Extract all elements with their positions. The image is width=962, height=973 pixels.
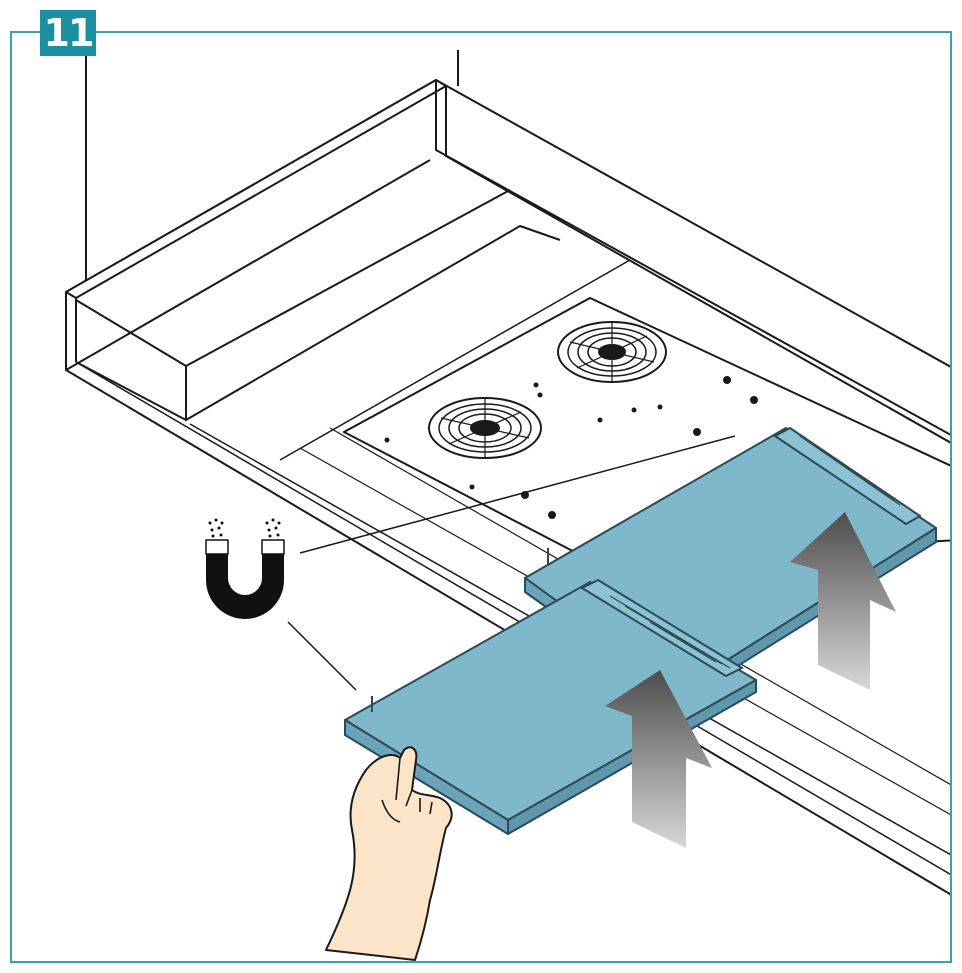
magnet-pointer-line-upper [299,435,736,554]
fan-left [428,397,542,459]
illustration-frame [10,31,952,963]
plate-screws [384,376,758,519]
step-number-badge: 11 [40,10,96,56]
magnet-icon [205,518,285,619]
up-arrow-left [605,670,712,848]
up-arrow-right [790,512,896,690]
fan-right [557,321,667,383]
magnet-pointer-line-lower [287,621,357,691]
hand-icon [325,746,453,961]
